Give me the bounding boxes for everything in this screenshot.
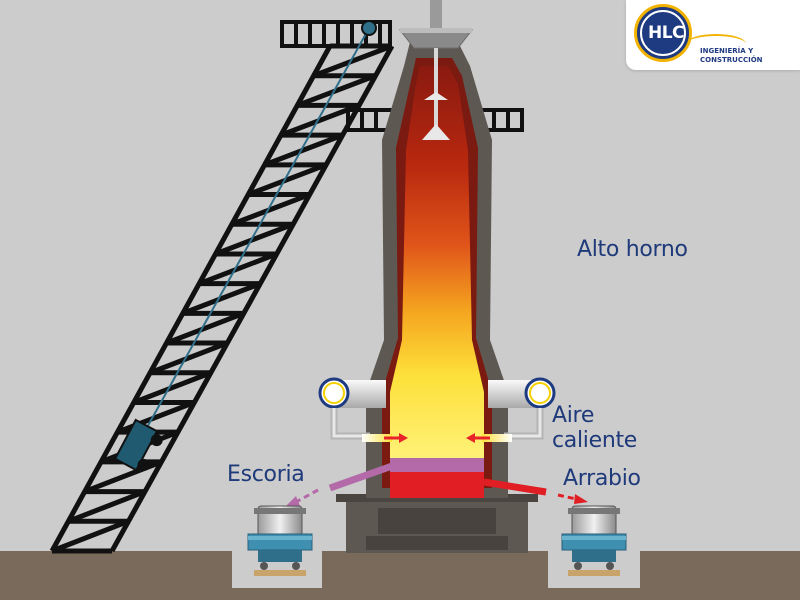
charging-hopper [398, 0, 474, 140]
slag-ladle-icon [247, 505, 313, 576]
pulley-icon [361, 20, 377, 36]
iron-runner [483, 478, 588, 504]
hot-air-label-line2: caliente [552, 428, 638, 453]
hot-air-arrow-left [384, 433, 408, 443]
ladder-skip-hoist [49, 20, 395, 554]
hot-blast-pipe-left [318, 377, 392, 442]
slag-runner [284, 462, 394, 508]
furnace-hot-zone [390, 66, 484, 462]
ground [0, 551, 800, 600]
diagram-title: Alto horno [577, 237, 688, 262]
inclined-truss [49, 43, 395, 554]
hoist-cable [139, 29, 369, 441]
logo-swoosh [686, 34, 746, 54]
iron-ladle-icon [561, 505, 627, 576]
slag-layer [390, 458, 484, 472]
logo-tagline-1: INGENIERÍA Y [700, 47, 754, 55]
furnace-foundation [336, 494, 538, 553]
logo-tagline-2: CONSTRUCCIÓN [700, 56, 763, 64]
company-logo: HLC INGENIERÍA Y CONSTRUCCIÓN [626, 0, 800, 70]
hot-air-arrow-right [466, 433, 490, 443]
logo-badge: HLC [634, 4, 692, 62]
iron-layer [390, 472, 484, 498]
logo-initials: HLC [647, 23, 685, 43]
hot-blast-pipe-right [482, 377, 556, 442]
hot-air-label-line1: Aire [552, 403, 595, 428]
pig-iron-label: Arrabio [563, 466, 641, 491]
skip-car-icon [113, 418, 163, 472]
slag-label: Escoria [227, 462, 305, 487]
